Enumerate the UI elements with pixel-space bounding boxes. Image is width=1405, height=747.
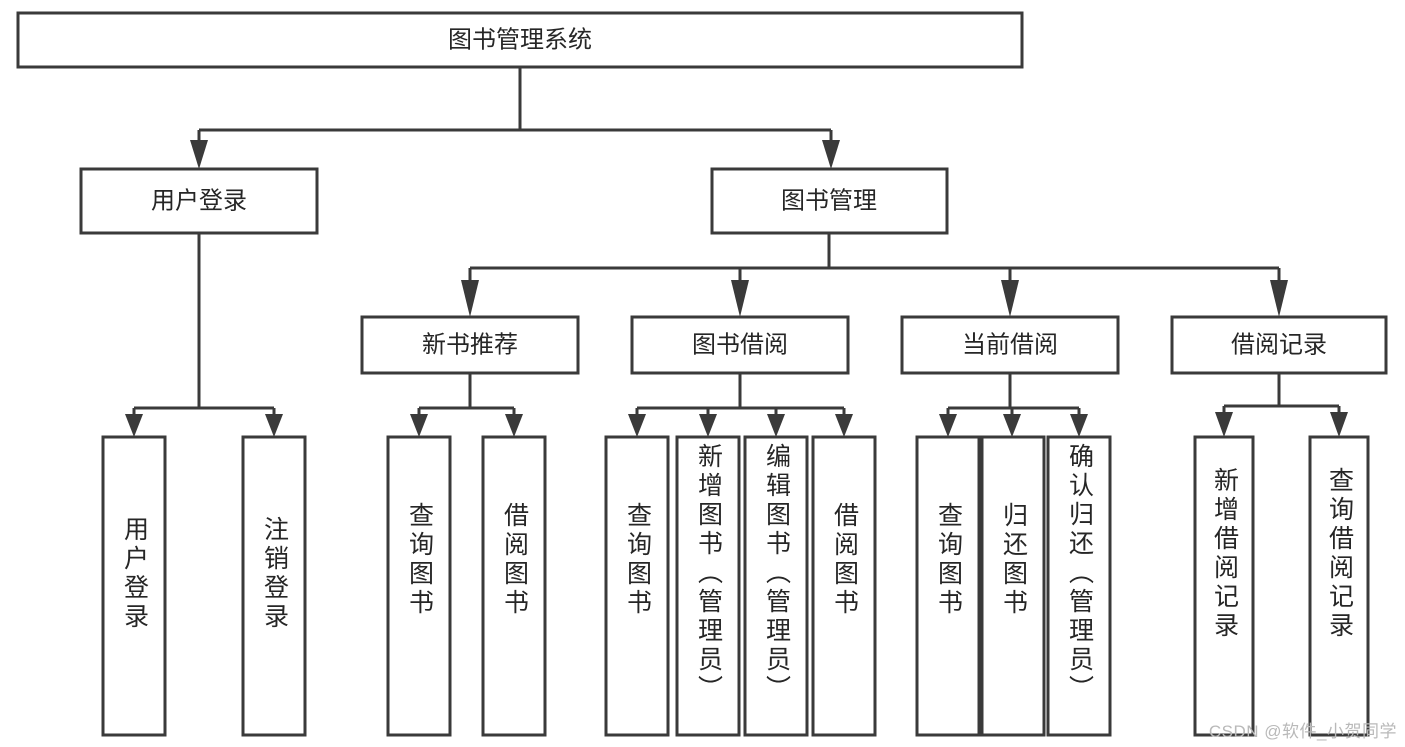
label-book-borrow: 图书借阅 [692, 331, 788, 358]
node-current-borrow[interactable] [900, 315, 1120, 375]
node-leaf-add-record[interactable] [1193, 435, 1255, 737]
arrowhead-to-leaf-query-record [1330, 412, 1348, 437]
connector-group-book-borrow [628, 373, 853, 437]
node-leaf-query-book-2[interactable] [604, 435, 670, 737]
arrowhead-to-current-borrow [1001, 280, 1019, 317]
arrowhead-to-user-login [190, 140, 208, 169]
connector-group-user-login [125, 233, 283, 437]
node-leaf-query-book-3[interactable] [915, 435, 981, 737]
label-new-book-recommend: 新书推荐 [422, 331, 518, 358]
arrowhead-to-book-borrow [731, 280, 749, 317]
node-leaf-borrow-book-1[interactable] [481, 435, 547, 737]
node-new-book-recommend[interactable] [360, 315, 580, 375]
connector-group-borrow-record [1215, 373, 1348, 437]
node-leaf-confirm-return[interactable] [1046, 435, 1112, 737]
node-leaf-borrow-book-2[interactable] [811, 435, 877, 737]
arrowhead-to-leaf-edit-book [767, 414, 785, 437]
node-book-manage[interactable] [710, 167, 949, 235]
arrowhead-to-leaf-borrow-book-1 [505, 414, 523, 437]
node-leaf-logout[interactable] [241, 435, 307, 737]
arrowhead-to-new-book-recommend [461, 280, 479, 317]
arrowhead-to-leaf-return-book [1003, 414, 1021, 437]
label-book-manage: 图书管理 [781, 187, 877, 214]
arrowhead-to-leaf-query-book-1 [410, 414, 428, 437]
arrowhead-to-leaf-query-book-2 [628, 414, 646, 437]
connector-group-new-book-recommend [410, 373, 523, 437]
label-current-borrow: 当前借阅 [962, 331, 1058, 358]
arrowhead-to-leaf-add-record [1215, 412, 1233, 437]
arrowhead-to-leaf-query-book-3 [939, 414, 957, 437]
label-root: 图书管理系统 [448, 26, 592, 53]
arrowhead-to-leaf-logout [265, 414, 283, 437]
label-user-login: 用户登录 [151, 187, 247, 214]
node-borrow-record[interactable] [1170, 315, 1388, 375]
node-leaf-edit-book[interactable] [743, 435, 809, 737]
node-leaf-query-book-1[interactable] [386, 435, 452, 737]
node-leaf-user-login[interactable] [101, 435, 167, 737]
arrowhead-to-borrow-record [1270, 280, 1288, 317]
node-leaf-return-book[interactable] [980, 435, 1046, 737]
arrowhead-to-leaf-add-book [699, 414, 717, 437]
arrowhead-to-leaf-confirm-return [1070, 414, 1088, 437]
connector-group-root [190, 67, 840, 169]
arrowhead-to-book-manage [822, 140, 840, 169]
label-borrow-record: 借阅记录 [1231, 331, 1327, 358]
arrowhead-to-leaf-user-login [125, 414, 143, 437]
arrowhead-to-leaf-borrow-book-2 [835, 414, 853, 437]
csdn-watermark: CSDN @软件_小贺同学 [1208, 722, 1397, 741]
connector-group-book-manage [461, 233, 1288, 317]
node-leaf-add-book[interactable] [675, 435, 741, 737]
connector-group-current-borrow [939, 373, 1088, 437]
node-book-borrow[interactable] [630, 315, 850, 375]
node-user-login[interactable] [79, 167, 319, 235]
node-root[interactable] [16, 11, 1024, 69]
node-leaf-query-record[interactable] [1308, 435, 1370, 737]
